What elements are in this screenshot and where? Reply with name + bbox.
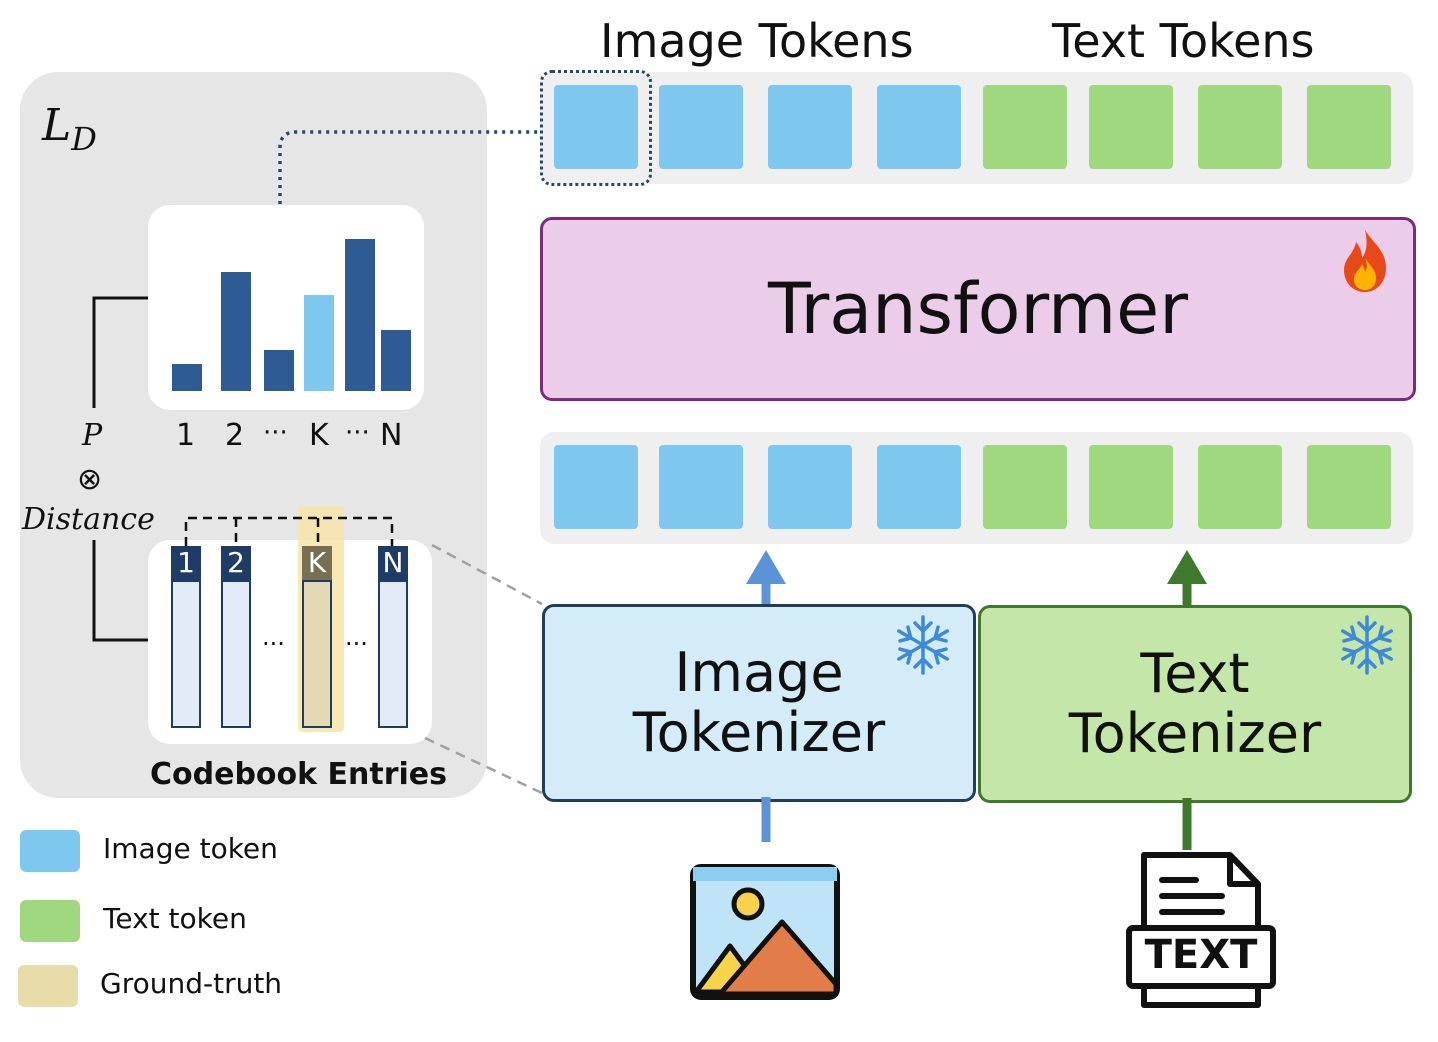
distribution-bar-5 [345,239,375,391]
input-image-token-1 [554,445,638,529]
text-tokenizer-line2: Tokenizer [1068,702,1322,765]
distribution-bar-1 [172,364,202,391]
legend-swatch-image [20,830,80,872]
output-image-token-2 [659,85,743,169]
tick-ellipsis-1: ··· [263,418,288,448]
input-text-token-3 [1198,445,1282,529]
fire-icon [1340,228,1390,298]
image-tokenizer-line1: Image [674,641,844,704]
codebook-ellipsis-1: ··· [262,630,285,658]
codebook-ellipsis-2: ··· [345,630,368,658]
text-document-label: TEXT [1144,932,1258,978]
image-output-arrow-head [746,550,786,584]
input-image-token-4 [877,445,961,529]
input-image-token-3 [768,445,852,529]
legend-swatch-text [20,900,80,942]
text-document-icon: TEXT [1126,850,1276,1014]
image-tokens-header: Image Tokens [600,14,914,68]
text-tokens-header: Text Tokens [1052,14,1315,68]
legend-label-text: Text token [103,902,247,935]
codebook-head-2: 2 [221,546,251,580]
input-image-token-2 [659,445,743,529]
image-tokenizer-block: Image Tokenizer [542,604,976,802]
picture-icon [690,864,840,1004]
snowflake-icon [1334,612,1400,682]
transformer-label: Transformer [767,268,1189,350]
distribution-bar-2 [221,272,251,391]
tick-k: K [309,418,329,453]
codebook-entry-k [302,580,332,728]
output-text-token-4 [1307,85,1391,169]
input-text-token-2 [1089,445,1173,529]
snowflake-icon [890,612,956,682]
distribution-bar-6 [381,330,411,391]
codebook-title: Codebook Entries [150,757,448,792]
distribution-bar-3 [264,350,294,391]
distribution-bar-4 [304,295,334,391]
distance-label: Distance [22,502,155,537]
selected-token-outline [540,70,652,186]
times-symbol: ⊗ [77,462,103,497]
output-image-token-1 [554,85,638,169]
transformer-block: Transformer [540,217,1416,401]
legend-label-ground-truth: Ground-truth [100,967,283,1000]
text-tokenizer-line1: Text [1140,642,1250,705]
codebook-entry-n [378,580,408,728]
tick-ellipsis-2: ··· [345,418,370,448]
text-output-arrow-head [1167,550,1207,584]
codebook-entry-1 [171,580,201,728]
output-text-token-3 [1198,85,1282,169]
legend-swatch-ground-truth [18,965,78,1007]
tick-2: 2 [225,418,245,453]
codebook-head-k: K [302,546,332,580]
output-text-token-2 [1089,85,1173,169]
loss-label-main: L [42,100,72,151]
output-image-token-3 [768,85,852,169]
codebook-head-n: N [378,546,408,580]
output-text-token-1 [983,85,1067,169]
input-text-token-4 [1307,445,1391,529]
tick-n: N [380,418,403,453]
codebook-entry-2 [221,580,251,728]
text-tokenizer-block: Text Tokenizer [978,605,1412,803]
loss-label: LD [42,100,97,158]
input-text-token-1 [983,445,1067,529]
p-label: P [82,418,103,453]
codebook-head-1: 1 [171,546,201,580]
image-tokenizer-line2: Tokenizer [632,701,886,764]
legend-label-image: Image token [103,832,278,865]
tick-1: 1 [176,418,196,453]
loss-label-sub: D [71,119,97,158]
output-image-token-4 [877,85,961,169]
